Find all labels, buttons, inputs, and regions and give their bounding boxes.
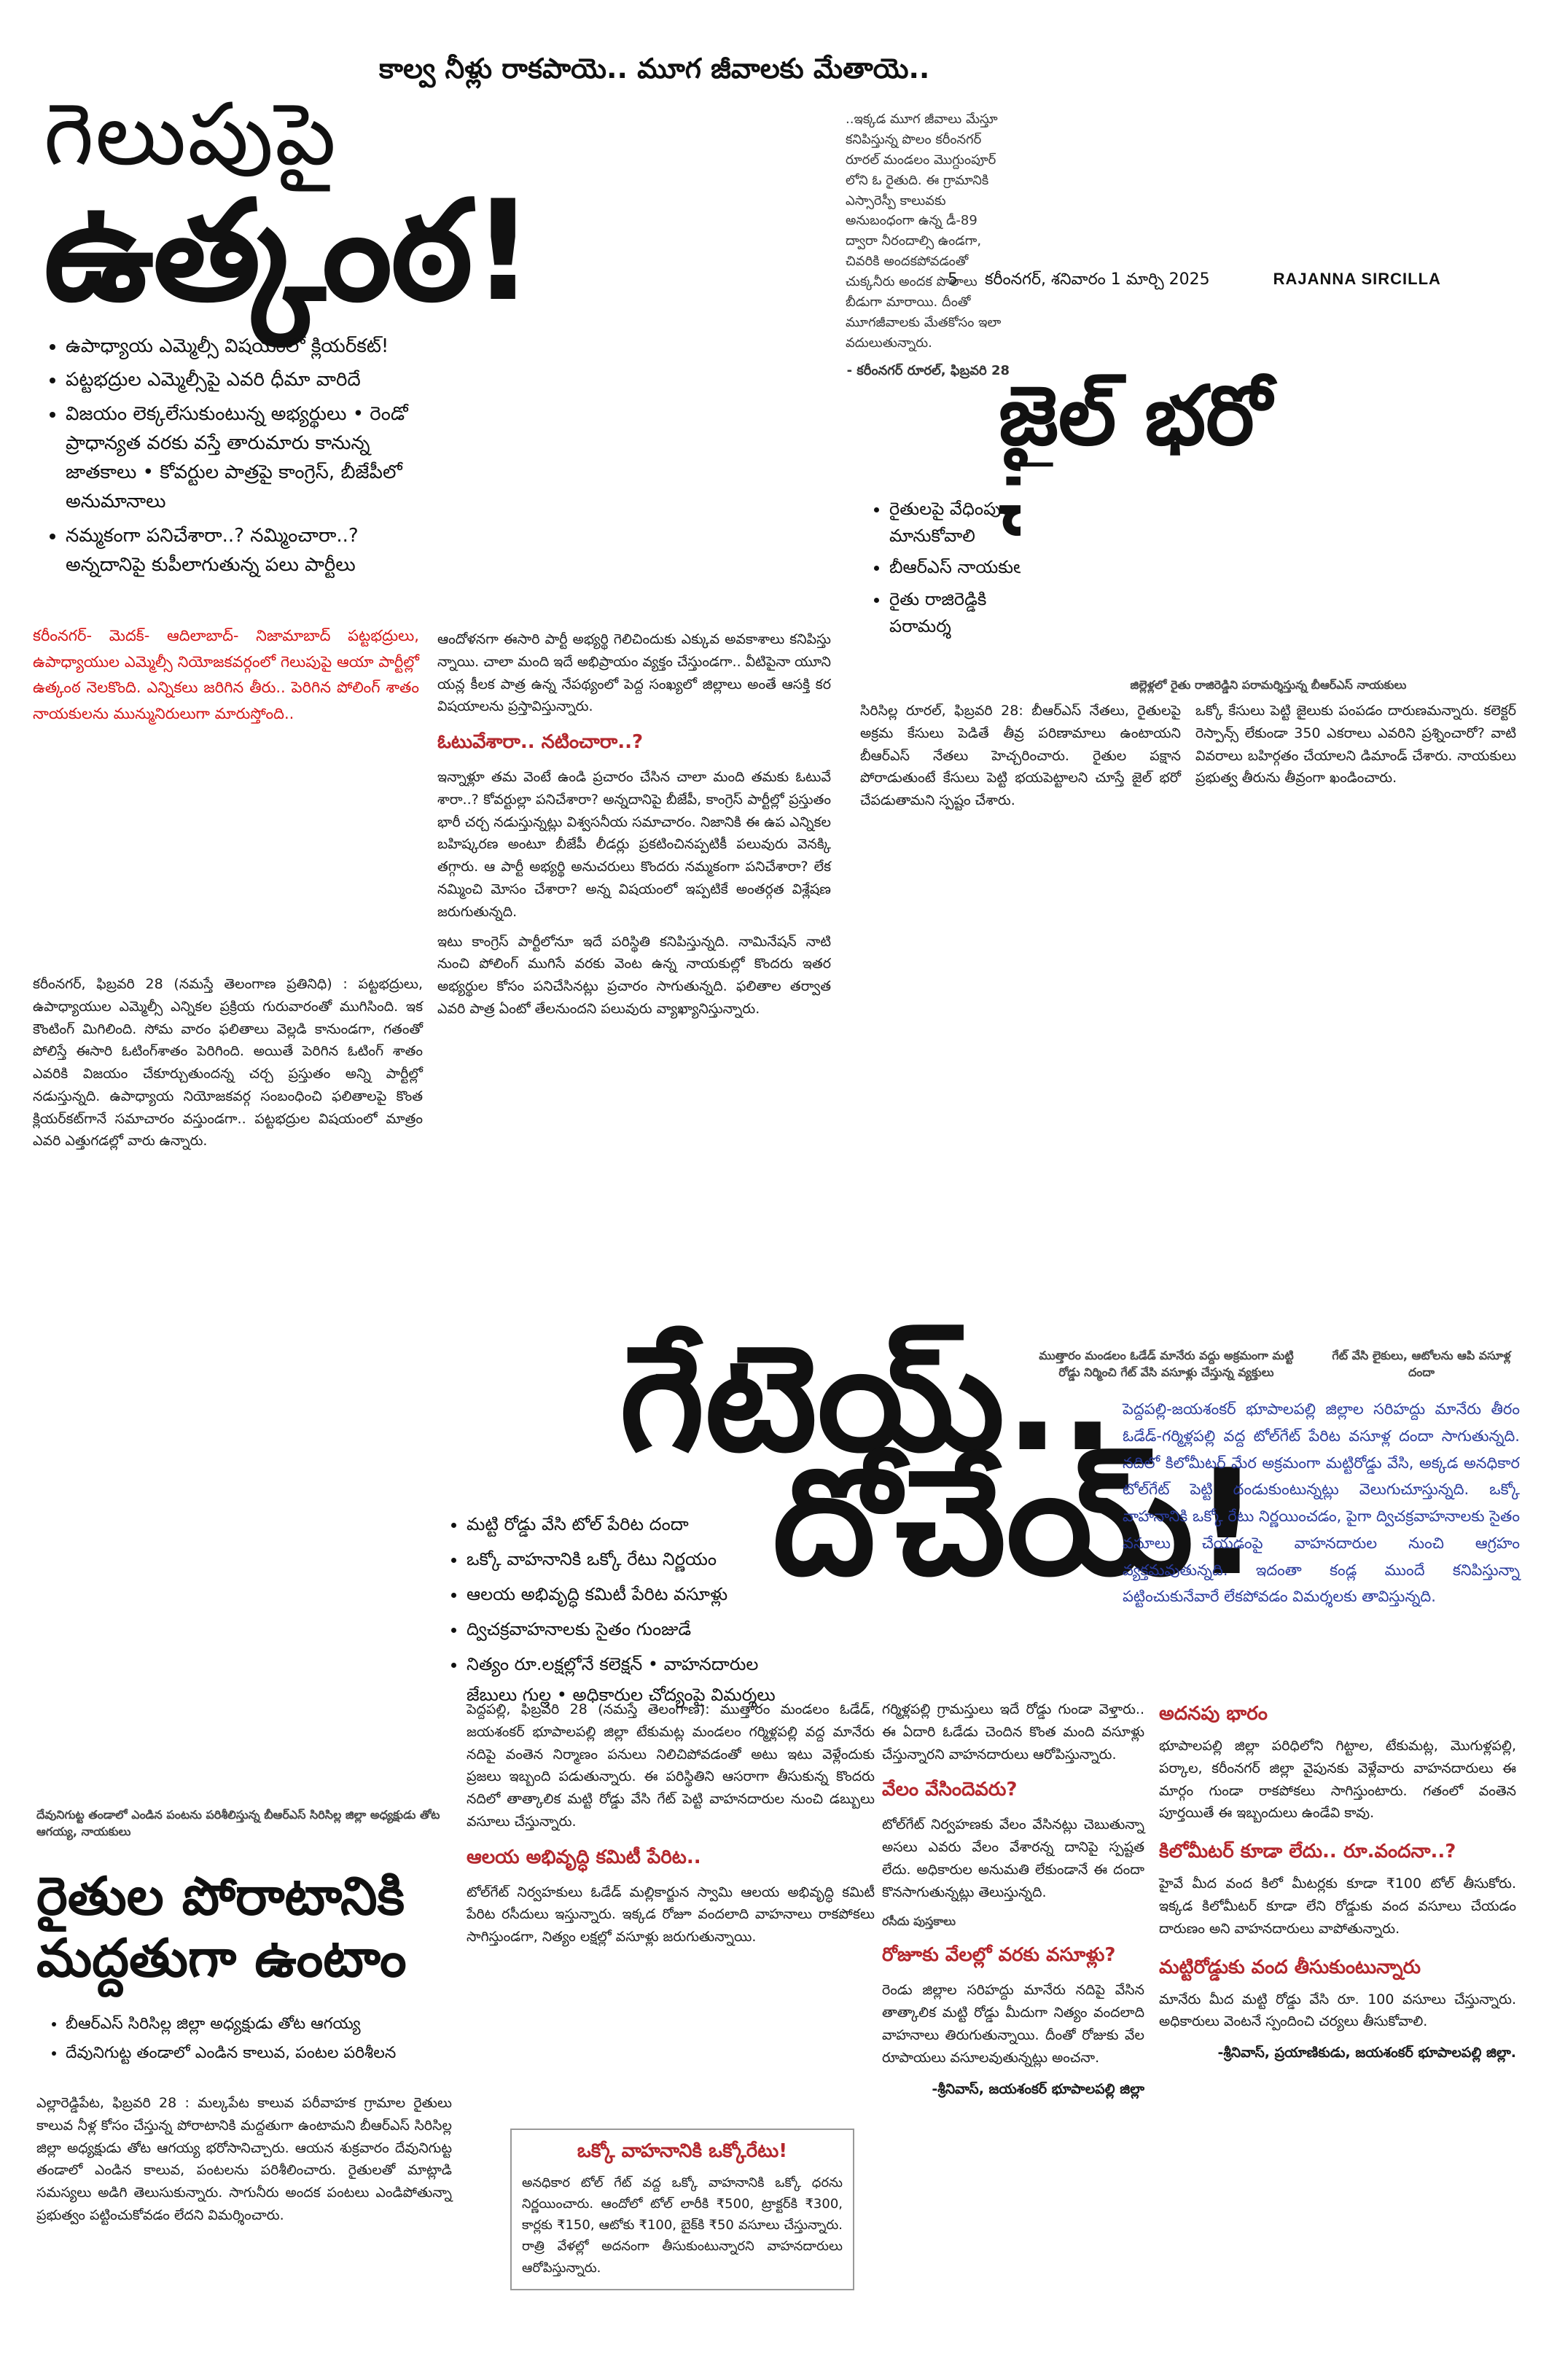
rythu-headline-line2: మద్దతుగా ఉంటాం	[36, 1927, 407, 1989]
col2-para1: ఆందోళనగా ఈసారి పార్టీ అభ్యర్థి గెలిచిందు…	[437, 631, 831, 715]
lead-bullet: పట్టభద్రుల ఎమ్మెల్సీపై ఎవరి ధీమా వారిదే	[66, 365, 423, 394]
side-box-subhead: కిలోమీటర్ కూడా లేదు.. రూ.వందనా..?	[1159, 1841, 1456, 1863]
gateway-intro: పెద్దపల్లి-జయశంకర్ భూపాలపల్లి జిల్లాల సర…	[1123, 1400, 1520, 1606]
gateway-body-col1: పెద్దపల్లి, ఫిబ్రవరి 28 (నమస్తే తెలంగాణ)…	[467, 1698, 875, 1948]
side-box-label: అదనపు భారం	[1159, 1703, 1268, 1725]
gateway-col2-para2: టోల్‌గేట్ నిర్వహణకు వేలం వేసినట్లు చెబుత…	[882, 1817, 1144, 1900]
lead-bullet: ఉపాధ్యాయ ఎమ్మెల్సీ విషయంలో క్లియర్‌కట్!	[66, 332, 423, 361]
gateway-headline-line1: గేటెయ్..	[620, 1314, 1116, 1484]
side-box-body3: మానేరు మీద మట్టి రోడ్డు వేసి రూ. 100 వసూ…	[1159, 1991, 1516, 2030]
jail-body-col2: ఒక్కో కేసులు పెట్టి జైలుకు పంపడం దారుణమన…	[1195, 703, 1516, 787]
jail-photo-caption: జిల్లెళ్లలో రైతు రాజిరెడ్డిని పరామర్శిస్…	[1130, 678, 1407, 692]
gateway-bullet: ద్విచక్రవాహనాలకు సైతం గుంజుడే	[467, 1614, 809, 1644]
dateline: కరీంనగర్, శనివారం 1 మార్చి 2025	[985, 270, 1210, 289]
gateway-col2-para1: గర్మిళ్లపల్లి గ్రామస్తులు ఇదే రోడ్డు గుం…	[882, 1701, 1144, 1763]
gateway-bullet: మట్టి రోడ్డు వేసి టోల్ పేరిట దందా	[467, 1509, 809, 1540]
gateway-bullets: మట్టి రోడ్డు వేసి టోల్ పేరిట దందా ఒక్కో …	[437, 1509, 809, 1714]
jail-bullet: రైతు రాజిరెడ్డికి పరామర్శ	[889, 586, 1035, 640]
col2-para2: ఇన్నాళ్లూ తమ వెంటే ఉండి ప్రచారం చేసిన చా…	[437, 769, 831, 920]
gateway-caption-left: ముత్తారం మండలం ఓడేడ్ మానేరు వద్దు అక్రమం…	[1039, 1349, 1294, 1379]
rate-box-title: ఒక్కో వాహనానికి ఒక్కోరేటు!	[577, 2140, 788, 2162]
gateway-subhead2: వేలం వేసిందెవరు?	[882, 1779, 1018, 1801]
col2-subhead: ఓటువేశారా.. నటించారా..?	[437, 731, 644, 754]
lead-intro: కరీంనగర్- మెదక్- ఆదిలాబాద్- నిజామాబాద్ ప…	[33, 627, 419, 723]
gateway-subhead1: ఆలయ అభివృద్ధి కమిటీ పేరిట..	[467, 1846, 701, 1868]
lead-bullet: నమ్మకంగా పనిచేశారా..? నమ్మించారా..? అన్న…	[66, 521, 423, 580]
receipt-caption: రసీదు పుస్తకాలు	[882, 1914, 956, 1929]
side-box-credit: -శ్రీనివాస్, ప్రయాణికుడు, జయశంకర్ భూపాలప…	[1217, 2045, 1516, 2061]
jail-bullet: రైతులపై వేధింపులు మానుకోవాలి	[889, 496, 1035, 550]
top-kicker: కాల్వ నీళ్లు రాకపాయె.. మూగ జీవాలకు మేతాయ…	[379, 52, 930, 85]
rythu-body: ఎల్లారెడ్డిపేట, ఫిబ్రవరి 28 : మల్కపేట కా…	[36, 2095, 452, 2223]
photo-note: ..ఇక్కడ మూగ జీవాలు మేస్తూ కనిపిస్తున్న ప…	[846, 109, 1010, 381]
gateway-bullet: ఒక్కో వాహనానికి ఒక్కో రేటు నిర్ణయం	[467, 1544, 809, 1575]
page-number: 5	[948, 270, 958, 289]
side-box-subhead3: మట్టిరోడ్డుకు వంద తీసుకుంటున్నారు	[1159, 1956, 1421, 1978]
jail-bullet: బీఆర్ఎస్ నాయకులు	[889, 554, 1035, 581]
masthead: 5 కరీంనగర్, శనివారం 1 మార్చి 2025 RAJANN…	[948, 270, 1441, 292]
gateway-headline-line2: దోచేయ్!	[773, 1438, 1260, 1608]
gateway-subhead3: రోజూకు వేలల్లో వరకు వసూళ్లు?	[882, 1944, 1116, 1967]
lead-headline-line1: గెలుపుపై	[44, 84, 337, 184]
jail-photo-area	[1021, 467, 1516, 671]
rythu-bullets: బీఆర్ఎస్ సిరిసిల్ల జిల్లా అధ్యక్షుడు తోట…	[36, 2012, 474, 2070]
gateway-body-col2: గర్మిళ్లపల్లి గ్రామస్తులు ఇదే రోడ్డు గుం…	[882, 1698, 1144, 2100]
jail-body-col1: సిరిసిల్ల రూరల్, ఫిబ్రవరి 28: బీఆర్ఎస్ న…	[860, 703, 1181, 809]
gateway-bullet: నిత్యం రూ.లక్షల్లోనే కలెక్షన్ • వాహనదారు…	[467, 1649, 809, 1710]
edition-name: RAJANNA SIRCILLA	[1273, 270, 1441, 288]
side-box: అదనపు భారం భూపాలపల్లి జిల్లా పరిధిలోని గ…	[1159, 1698, 1516, 2064]
gateway-para1: పెద్దపల్లి, ఫిబ్రవరి 28 (నమస్తే తెలంగాణ)…	[467, 1701, 875, 1830]
col2-para3: ఇటు కాంగ్రెస్ పార్టీలోనూ ఇదే పరిస్థితి క…	[437, 933, 831, 1017]
photo-note-credit: - కరీంనగర్ రూరల్, ఫిబ్రవరి 28	[846, 362, 1010, 378]
rythu-bullet: దేవునిగుట్ట తండాలో ఎండిన కాలువ, పంటల పరి…	[66, 2041, 474, 2066]
gateway-col2-para3: రెండు జిల్లాల సరిహద్దు మానేరు నదిపై వేసి…	[882, 1982, 1144, 2066]
lead-bullets: ఉపాధ్యాయ ఎమ్మెల్సీ విషయంలో క్లియర్‌కట్! …	[36, 332, 423, 584]
gateway-caption-right: గేట్ వేసి లైకులు, ఆటోలను ఆపి వసూళ్ల దందా	[1332, 1349, 1511, 1379]
lead-bullet: విజయం లెక్కలేసుకుంటున్న అభ్యర్థులు • రెం…	[66, 399, 423, 517]
rate-box: ఒక్కో వాహనానికి ఒక్కోరేటు! అనధికార టోల్ …	[510, 2129, 854, 2290]
gateway-para2: టోల్‌గేట్ నిర్వహకులు ఓడేడ్ మల్లికార్జున …	[467, 1884, 875, 1946]
rythu-headline-line1: రైతుల పోరాటానికి	[36, 1865, 405, 1927]
photo-note-text: ..ఇక్కడ మూగ జీవాలు మేస్తూ కనిపిస్తున్న ప…	[846, 112, 1002, 351]
gateway-credit: -శ్రీనివాస్, జయశంకర్ భూపాలపల్లి జిల్లా	[932, 2080, 1144, 2097]
jail-bullets: రైతులపై వేధింపులు మానుకోవాలి బీఆర్ఎస్ నా…	[860, 496, 1035, 644]
lead-body: కరీంనగర్, ఫిబ్రవరి 28 (నమస్తే తెలంగాణ ప్…	[33, 976, 423, 1150]
lead-headline-line2: ఉత్కంఠ!	[44, 171, 534, 332]
rythu-photo-caption: దేవునిగుట్ట తండాలో ఎండిన పంటను పరిశీలిస్…	[36, 1808, 440, 1838]
gateway-bullet: ఆలయ అభివృద్ధి కమిటీ పేరిట వసూళ్లు	[467, 1579, 809, 1610]
rate-box-body: అనధికార టోల్ గేట్ వద్ద ఒక్కో వాహనానికి ఒ…	[522, 2175, 843, 2276]
rythu-bullet: బీఆర్ఎస్ సిరిసిల్ల జిల్లా అధ్యక్షుడు తోట…	[66, 2012, 474, 2037]
side-box-body: భూపాలపల్లి జిల్లా పరిధిలోని గిట్టాల, టేక…	[1159, 1738, 1516, 1822]
side-box-body2: హైవే మీద వంద కిలో మీటర్లకు కూడా ₹100 టోల…	[1159, 1876, 1516, 1937]
lead-body-col2: ఆందోళనగా ఈసారి పార్టీ అభ్యర్థి గెలిచిందు…	[437, 628, 831, 1021]
